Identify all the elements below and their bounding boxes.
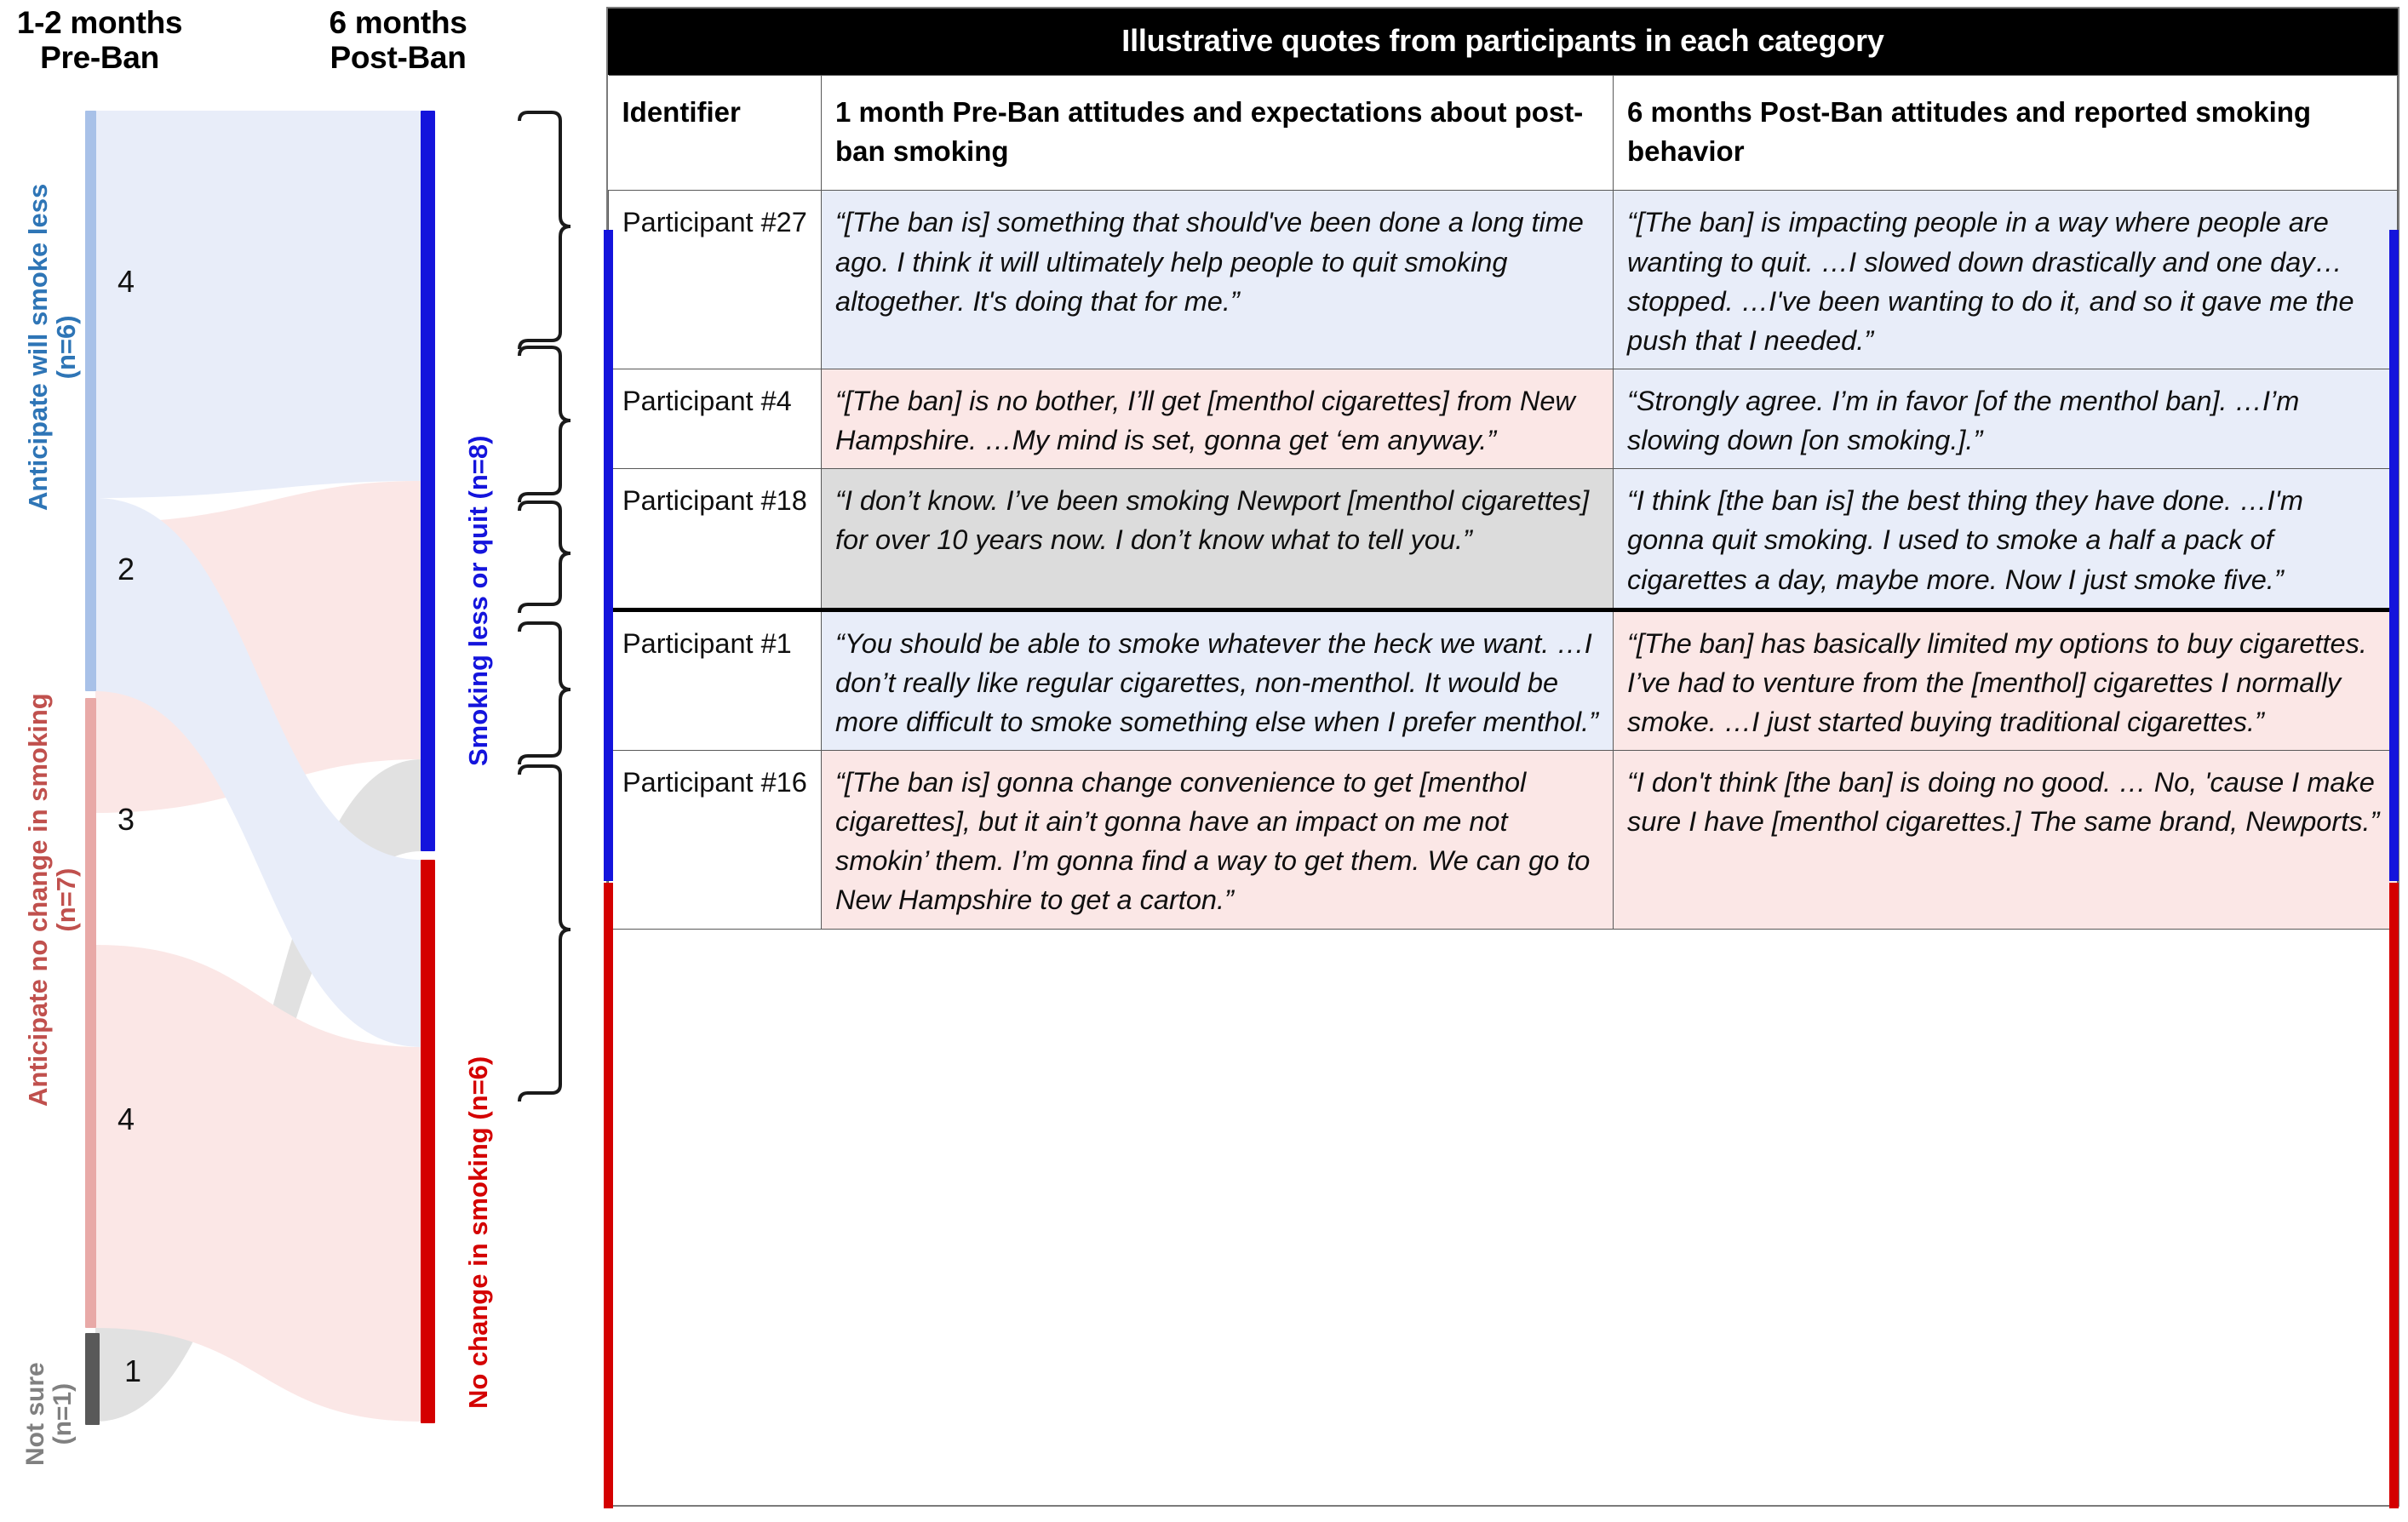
- cell-identifier: Participant #18: [608, 468, 822, 610]
- cell-identifier: Participant #16: [608, 750, 822, 930]
- cell-post-quote: “[The ban] is impacting people in a way …: [1613, 190, 2398, 369]
- cell-pre-quote: “You should be able to smoke whatever th…: [821, 607, 1614, 752]
- right-stage-line2: Post-Ban: [330, 40, 467, 76]
- label-pre-not-sure: Not sure (n=1): [21, 1362, 77, 1466]
- sankey-right-stage-title: 6 months Post-Ban: [307, 5, 490, 76]
- sankey-left-stage-title: 1-2 months Pre-Ban: [2, 5, 198, 76]
- table-row[interactable]: Participant #4 “[The ban] is no bother, …: [608, 368, 2398, 470]
- brace-row-participant-18: [518, 501, 571, 614]
- group-spine-left-no-change: [604, 883, 613, 1508]
- node-pre-not-sure[interactable]: [85, 1333, 100, 1425]
- flow-value-1-notsure-to-less: 1: [124, 1353, 142, 1388]
- flow-value-2-less-to-nochange: 2: [118, 552, 135, 586]
- table-row[interactable]: Participant #1 “You should be able to sm…: [608, 607, 2398, 752]
- table-row[interactable]: Participant #18 “I don’t know. I’ve been…: [608, 468, 2398, 610]
- flow-value-4-nochange-to-nochange: 4: [118, 1101, 135, 1136]
- label-notsure-line2: (n=1): [49, 1382, 77, 1445]
- node-post-no-change-in-smoking[interactable]: [421, 860, 435, 1423]
- header-post-ban: 6 months Post-Ban attitudes and reported…: [1613, 74, 2398, 192]
- label-pre-nochange-line2: (n=7): [51, 867, 82, 932]
- brace-row-participant-1: [518, 621, 571, 765]
- label-post-smoking-less-or-quit: Smoking less or quit (n=8): [463, 435, 493, 766]
- group-spine-right-smoking-less-or-quit: [2389, 230, 2399, 881]
- brace-row-participant-4: [518, 346, 571, 503]
- flow-pre-nochange-to-post-nochange: [95, 945, 421, 1422]
- left-stage-line2: Pre-Ban: [40, 40, 159, 76]
- label-pre-anticipate-no-change: Anticipate no change in smoking (n=7): [23, 693, 82, 1107]
- cell-identifier: Participant #4: [608, 368, 822, 470]
- cell-post-quote: “I don't think [the ban] is doing no goo…: [1613, 750, 2398, 930]
- quotes-table: Identifier 1 month Pre-Ban attitudes and…: [608, 74, 2398, 930]
- node-pre-anticipate-smoke-less[interactable]: [85, 111, 96, 691]
- label-pre-nochange-line1: Anticipate no change in smoking: [23, 693, 53, 1107]
- table-banner: Illustrative quotes from participants in…: [608, 9, 2398, 75]
- right-stage-line1: 6 months: [329, 5, 467, 40]
- sankey-flows: [95, 111, 421, 1422]
- cell-identifier: Participant #1: [608, 607, 822, 752]
- row-braces: [518, 111, 571, 1102]
- sankey-diagram: 1-2 months Pre-Ban 6 months Post-Ban: [0, 0, 596, 1522]
- label-notsure-line1: Not sure: [21, 1362, 49, 1466]
- left-stage-line1: 1-2 months: [16, 5, 183, 40]
- label-post-less-text: Smoking less or quit (n=8): [463, 435, 493, 766]
- cell-pre-quote: “[The ban] is no bother, I’ll get [menth…: [821, 368, 1614, 470]
- group-spine-left-smoking-less-or-quit: [604, 230, 613, 881]
- quotes-table-panel: Illustrative quotes from participants in…: [606, 7, 2399, 1507]
- cell-pre-quote: “I don’t know. I’ve been smoking Newport…: [821, 468, 1614, 610]
- brace-row-participant-16: [518, 764, 571, 1102]
- cell-post-quote: “I think [the ban is] the best thing the…: [1613, 468, 2398, 610]
- flow-pre-less-to-post-nochange: [95, 498, 421, 1047]
- table-row[interactable]: Participant #27 “[The ban is] something …: [608, 190, 2398, 369]
- header-pre-ban: 1 month Pre-Ban attitudes and expectatio…: [821, 74, 1614, 192]
- group-spine-right-no-change: [2389, 883, 2399, 1508]
- cell-post-quote: “[The ban] has basically limited my opti…: [1613, 607, 2398, 752]
- cell-pre-quote: “[The ban is] gonna change convenience t…: [821, 750, 1614, 930]
- header-identifier: Identifier: [608, 74, 822, 192]
- label-post-nochange-text: No change in smoking (n=6): [463, 1056, 493, 1409]
- label-pre-anticipate-smoke-less: Anticipate will smoke less (n=6): [23, 183, 82, 511]
- label-pre-less-line1: Anticipate will smoke less: [23, 183, 53, 511]
- flow-value-4-less-to-less: 4: [118, 264, 135, 299]
- label-pre-less-line2: (n=6): [51, 315, 82, 380]
- cell-pre-quote: “[The ban is] something that should've b…: [821, 190, 1614, 369]
- cell-post-quote: “Strongly agree. I’m in favor [of the me…: [1613, 368, 2398, 470]
- node-pre-anticipate-no-change[interactable]: [85, 698, 96, 1328]
- flow-value-3-nochange-to-less: 3: [118, 802, 135, 837]
- cell-identifier: Participant #27: [608, 190, 822, 369]
- table-header-row: Identifier 1 month Pre-Ban attitudes and…: [608, 74, 2398, 192]
- table-row[interactable]: Participant #16 “[The ban is] gonna chan…: [608, 750, 2398, 930]
- flow-pre-less-to-post-less: [95, 111, 421, 498]
- node-post-smoking-less-or-quit[interactable]: [421, 111, 435, 851]
- brace-row-participant-27: [518, 111, 571, 350]
- label-post-no-change: No change in smoking (n=6): [463, 1056, 493, 1409]
